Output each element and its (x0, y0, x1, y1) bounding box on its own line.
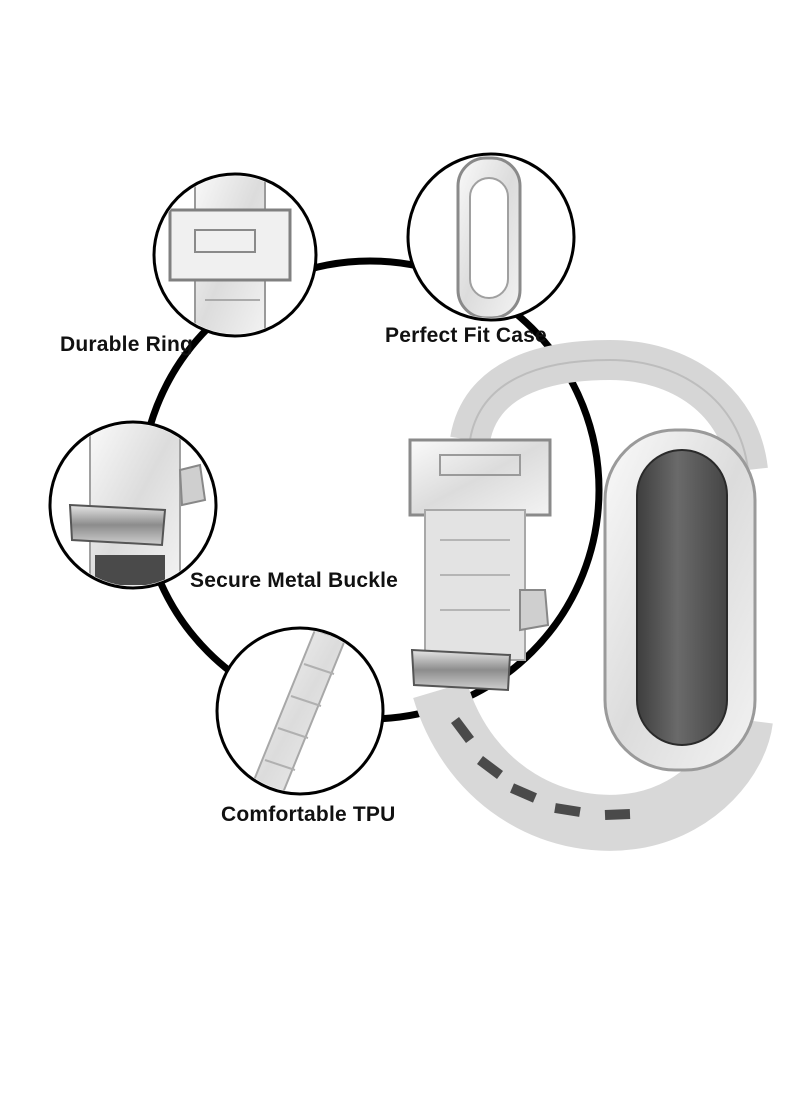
label-comfortable-tpu: Comfortable TPU (221, 803, 396, 826)
label-durable-ring: Durable Ring (60, 333, 194, 356)
metal-buckle-closeup (48, 420, 218, 590)
durable-ring-closeup (152, 172, 318, 338)
label-perfect-fit-case: Perfect Fit Case (385, 324, 547, 347)
perfect-fit-case-closeup (406, 152, 576, 322)
tracker-pod (636, 449, 728, 746)
metal-buckle (410, 648, 512, 692)
band-product-image (408, 339, 773, 851)
label-secure-metal-buckle: Secure Metal Buckle (190, 569, 399, 592)
tpu-closeup (215, 626, 385, 796)
